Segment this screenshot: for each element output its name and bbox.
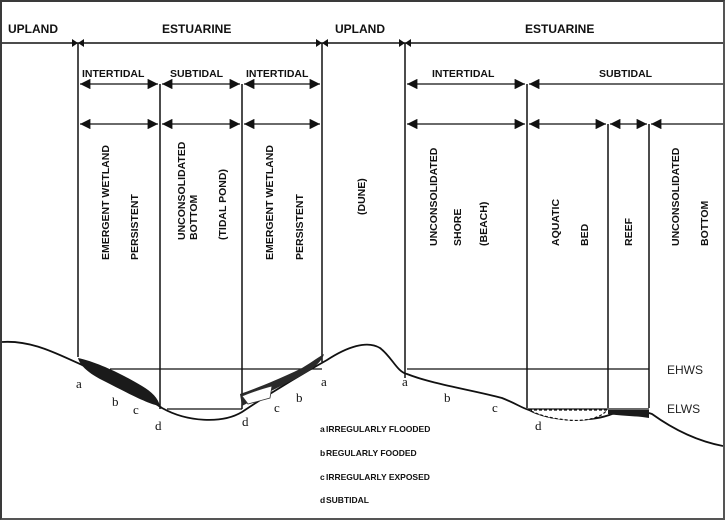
point-a-middle: a [321, 374, 327, 389]
col6-line1: AQUATIC [550, 199, 562, 246]
legend-text-c: IRREGULARLY EXPOSED [326, 472, 430, 482]
legend-key-d: d [320, 495, 325, 505]
point-d-middle: d [242, 414, 249, 429]
col3-line1: EMERGENT WETLAND [264, 145, 276, 260]
col2-line1: UNCONSOLIDATED [176, 141, 188, 240]
legend-key-b: b [320, 448, 325, 458]
point-b-right: b [444, 390, 451, 405]
water-level-lines [110, 368, 649, 410]
legend-text-b: REGULARLY FOODED [326, 448, 417, 458]
point-d-right: d [535, 418, 542, 433]
col4-line1: (DUNE) [356, 178, 368, 215]
point-b-middle: b [296, 390, 303, 405]
col1-line1: EMERGENT WETLAND [100, 145, 112, 260]
vegetation-right [240, 354, 324, 406]
point-d-left: d [155, 418, 162, 433]
point-c-left: c [133, 402, 139, 417]
point-a-right: a [402, 374, 408, 389]
col3-line2: PERSISTENT [294, 193, 306, 260]
right-subtidal-label: SUBTIDAL [599, 68, 653, 80]
col2-line3: (TIDAL POND) [217, 169, 229, 240]
aquatic-bed-and-reef [528, 409, 649, 422]
col7-line1: REEF [623, 217, 635, 246]
col1-line2: PERSISTENT [129, 193, 141, 260]
right-estuarine-label: ESTUARINE [525, 22, 594, 36]
point-c-middle: c [274, 400, 280, 415]
elws-label: ELWS [667, 402, 700, 416]
col5-line2: SHORE [452, 209, 464, 246]
legend-key-c: c [320, 472, 325, 482]
column-dividers [77, 43, 650, 409]
legend: a IRREGULARLY FLOODED b REGULARLY FOODED… [320, 424, 430, 505]
left-subtidal-label: SUBTIDAL [170, 68, 224, 80]
col6-line2: BED [579, 223, 591, 246]
legend-text-a: IRREGULARLY FLOODED [326, 424, 430, 434]
point-b-left: b [112, 394, 119, 409]
right-intertidal-label: INTERTIDAL [432, 68, 495, 80]
left-estuarine-label: ESTUARINE [162, 22, 231, 36]
legend-key-a: a [320, 424, 325, 434]
middle-upland-label: UPLAND [335, 22, 385, 36]
left-intertidal-2-label: INTERTIDAL [246, 68, 309, 80]
profile-point-labels: a b c d d c b a a b c d [76, 374, 542, 433]
col5-line1: UNCONSOLIDATED [428, 147, 440, 246]
ehws-label: EHWS [667, 363, 703, 377]
class-labels: EMERGENT WETLAND PERSISTENT UNCONSOLIDAT… [100, 141, 711, 260]
col8-line1: UNCONSOLIDATED [670, 147, 682, 246]
left-upland-label: UPLAND [8, 22, 58, 36]
vegetation-left [78, 358, 160, 406]
left-intertidal-1-label: INTERTIDAL [82, 68, 145, 80]
point-c-right: c [492, 400, 498, 415]
col2-line2: BOTTOM [188, 194, 200, 240]
point-a-left: a [76, 376, 82, 391]
col8-line2: BOTTOM [699, 200, 711, 246]
col5-line3: (BEACH) [478, 202, 490, 246]
legend-text-d: SUBTIDAL [326, 495, 369, 505]
